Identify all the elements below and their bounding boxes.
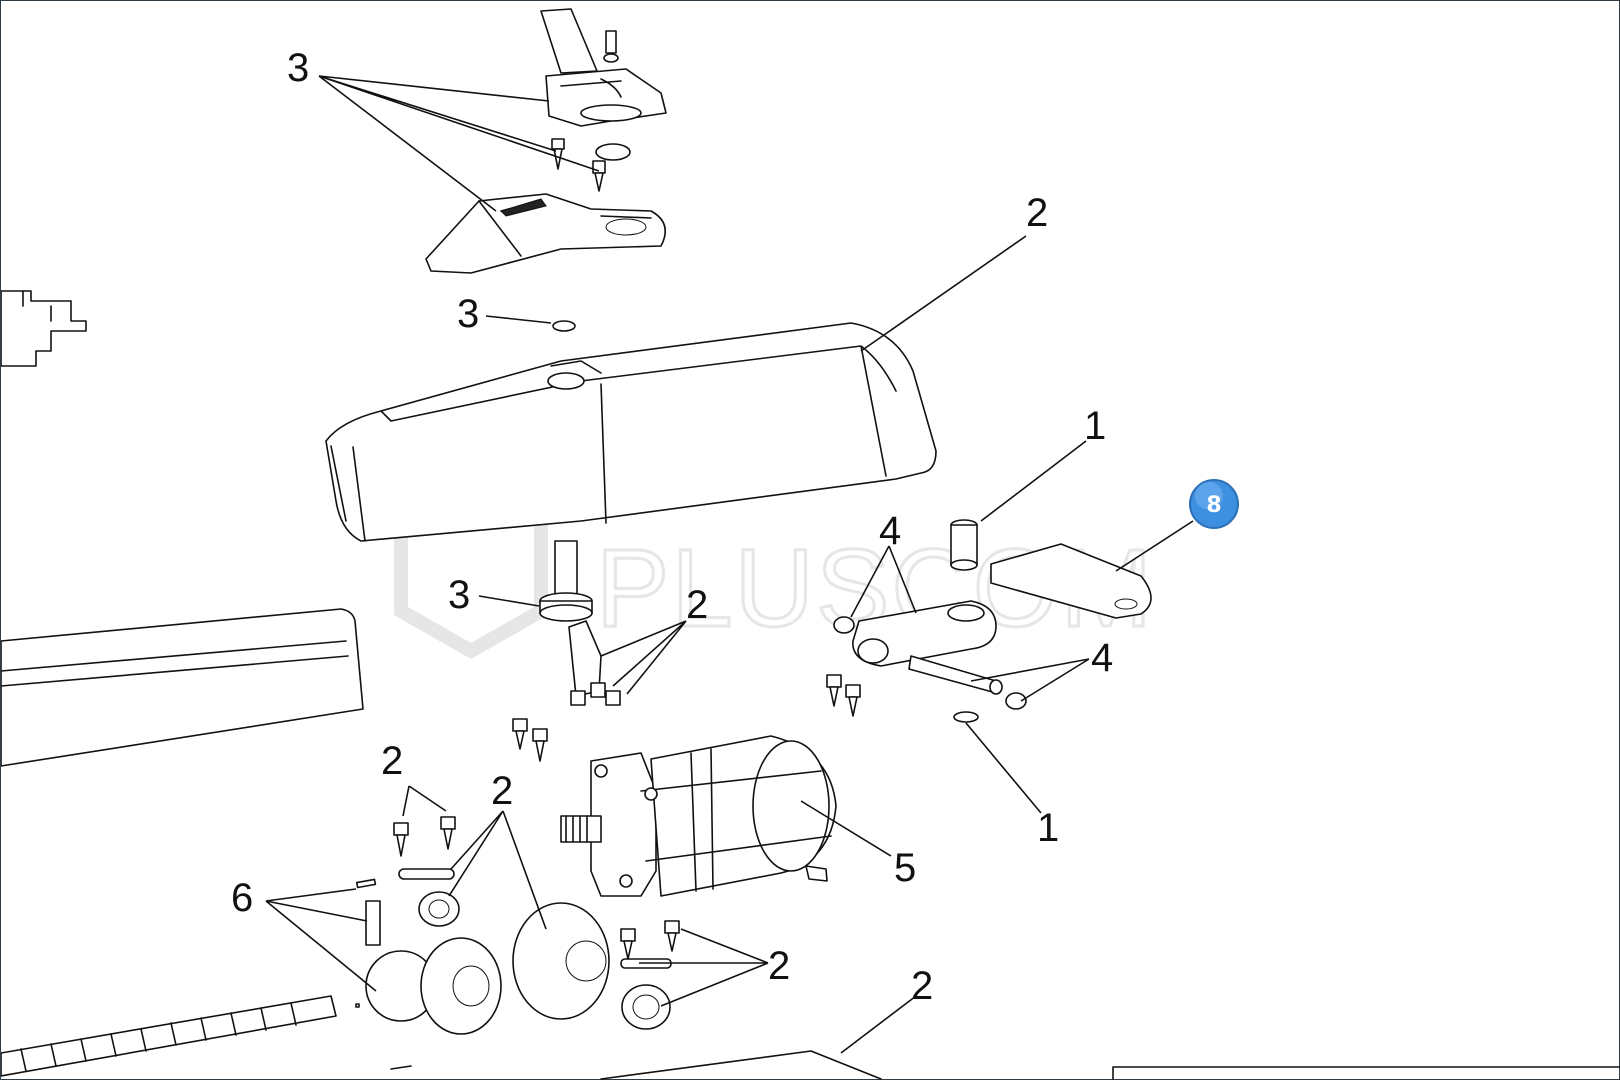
handle-screw xyxy=(551,138,631,192)
callout-label: 5 xyxy=(894,846,916,890)
callout-label: 2 xyxy=(1026,191,1048,235)
flat-plate xyxy=(990,543,1152,619)
callout-label: 1 xyxy=(1037,806,1059,850)
main-housing-cover xyxy=(325,322,937,542)
lead-screw xyxy=(1,995,337,1077)
arm-screws xyxy=(512,674,861,762)
spindle-bushing xyxy=(539,540,593,622)
callout-label: 3 xyxy=(457,292,479,336)
callout-label: 2 xyxy=(911,964,933,1008)
callout-label: 3 xyxy=(287,46,309,90)
callout-labels: 3 2 3 1 4 3 2 4 2 2 1 5 6 2 2 xyxy=(231,46,1113,1008)
badge-number: 8 xyxy=(1206,493,1221,518)
motor xyxy=(560,735,837,897)
motor-bracket xyxy=(568,620,621,706)
callout-label: 4 xyxy=(879,509,901,553)
left-edge-bracket xyxy=(1,290,87,367)
link-arm xyxy=(833,600,1027,723)
release-handle xyxy=(540,8,667,127)
rail-profile xyxy=(1,608,364,767)
pin-1 xyxy=(950,519,978,571)
washer xyxy=(552,320,576,332)
callout-label: 2 xyxy=(381,739,403,783)
gear-assembly xyxy=(355,868,672,1035)
callout-label: 6 xyxy=(231,876,253,920)
callout-label: 2 xyxy=(491,769,513,813)
callout-label: 4 xyxy=(1091,636,1113,680)
callout-label: 3 xyxy=(448,573,470,617)
part-number-badge[interactable]: 8 xyxy=(1115,479,1239,572)
callout-label: 1 xyxy=(1084,404,1106,448)
gear-screws xyxy=(355,816,680,960)
callout-label: 2 xyxy=(686,583,708,627)
leader-lines xyxy=(265,75,1090,1054)
callout-label: 2 xyxy=(768,944,790,988)
bottom-plate xyxy=(390,1050,1620,1080)
lock-cover xyxy=(425,193,667,274)
